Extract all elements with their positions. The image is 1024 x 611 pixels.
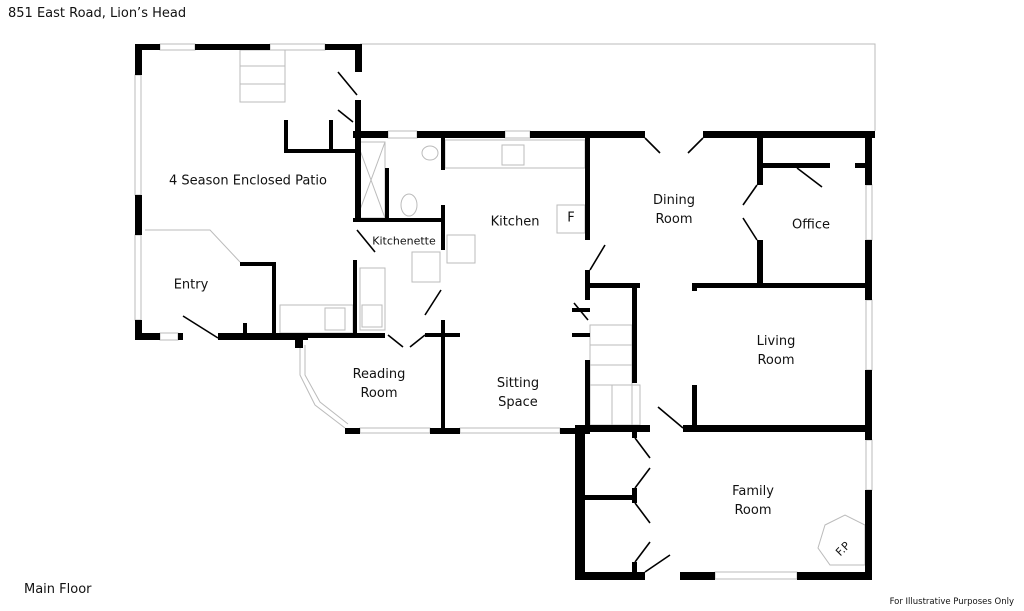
- wall-segment: [585, 495, 635, 500]
- wall-segment: [178, 333, 183, 340]
- disclaimer: For Illustrative Purposes Only: [889, 597, 1014, 607]
- wall-segment: [703, 131, 875, 138]
- reading-line-1: Reading: [352, 367, 406, 382]
- sitting-line-1: Sitting: [496, 376, 540, 391]
- dining-line-1: Dining: [653, 193, 695, 208]
- living-line-2: Room: [757, 353, 795, 368]
- wall-segment: [797, 572, 872, 580]
- wall-segment: [865, 490, 872, 580]
- wall-segment: [865, 131, 872, 185]
- room-label-kitchen: Kitchen: [490, 214, 540, 230]
- wall-segment: [329, 120, 333, 153]
- wall-segment: [355, 44, 362, 72]
- doors: [182, 71, 823, 573]
- wall-segment: [353, 218, 445, 222]
- room-label-patio: 4 Season Enclosed Patio: [169, 173, 327, 189]
- wall-segment: [530, 131, 645, 138]
- wall-segment: [353, 260, 357, 335]
- wall-segment: [441, 205, 445, 250]
- wall-segment: [632, 283, 637, 383]
- wall-segment: [135, 44, 142, 75]
- wall-segment: [865, 240, 872, 300]
- wall-segment: [575, 425, 585, 580]
- wall-segment: [417, 131, 505, 138]
- toilet: [400, 193, 418, 217]
- wall-segment: [441, 320, 445, 433]
- room-label-entry: Entry: [173, 277, 209, 293]
- wall-segment: [385, 168, 389, 220]
- wall-segment: [305, 333, 385, 338]
- wall-segment: [632, 430, 637, 438]
- wall-segment: [355, 100, 361, 222]
- wall-segment: [195, 44, 270, 50]
- wall-segment: [135, 320, 142, 340]
- wall-segment: [272, 262, 276, 334]
- wall-segment: [632, 488, 637, 503]
- property-outline: [360, 43, 876, 131]
- wall-segment: [585, 138, 590, 240]
- wall-segment: [757, 240, 763, 285]
- living-line-1: Living: [756, 334, 796, 349]
- family-line-2: Room: [734, 503, 772, 518]
- wall-segment: [284, 149, 355, 153]
- property-address: 851 East Road, Lion’s Head: [8, 6, 187, 21]
- wall-segment: [430, 428, 460, 434]
- wall-segment: [763, 163, 830, 168]
- wall-segment: [243, 323, 247, 335]
- wall-segment: [585, 360, 590, 430]
- wall-segment: [218, 333, 308, 340]
- wall-segment: [683, 425, 870, 432]
- sink: [421, 145, 439, 161]
- family-line-1: Family: [732, 484, 774, 499]
- wall-segment: [572, 333, 590, 337]
- wall-segment: [855, 163, 870, 168]
- wall-segment: [575, 572, 645, 580]
- wall-segment: [135, 195, 142, 235]
- wall-segment: [865, 370, 872, 440]
- wall-segment: [441, 138, 445, 170]
- room-label-kitchenette: Kitchenette: [372, 234, 436, 248]
- room-label-office: Office: [792, 217, 830, 233]
- sitting-line-2: Space: [498, 395, 538, 410]
- wall-segment: [353, 131, 388, 138]
- wall-segment: [240, 262, 275, 266]
- wall-segment: [284, 120, 288, 153]
- wall-segment: [325, 44, 362, 50]
- wall-segment: [693, 283, 870, 288]
- floor-label: Main Floor: [24, 582, 92, 597]
- dining-line-2: Room: [655, 212, 693, 227]
- wall-segment: [632, 562, 637, 574]
- wall-segment: [585, 283, 640, 288]
- wall-segment: [757, 138, 763, 185]
- wall-segment: [345, 428, 360, 434]
- wall-segment: [572, 308, 590, 312]
- wall-segment: [295, 336, 303, 348]
- wall-segment: [692, 283, 697, 291]
- wall-segment: [692, 385, 697, 430]
- walls: [135, 44, 875, 580]
- reading-line-2: Room: [360, 386, 398, 401]
- wall-segment: [680, 572, 715, 580]
- wall-segment: [135, 44, 160, 50]
- fridge-label: F: [567, 210, 575, 226]
- fixtures: [145, 49, 641, 426]
- wall-segment: [135, 333, 160, 340]
- wall-segment: [575, 425, 650, 432]
